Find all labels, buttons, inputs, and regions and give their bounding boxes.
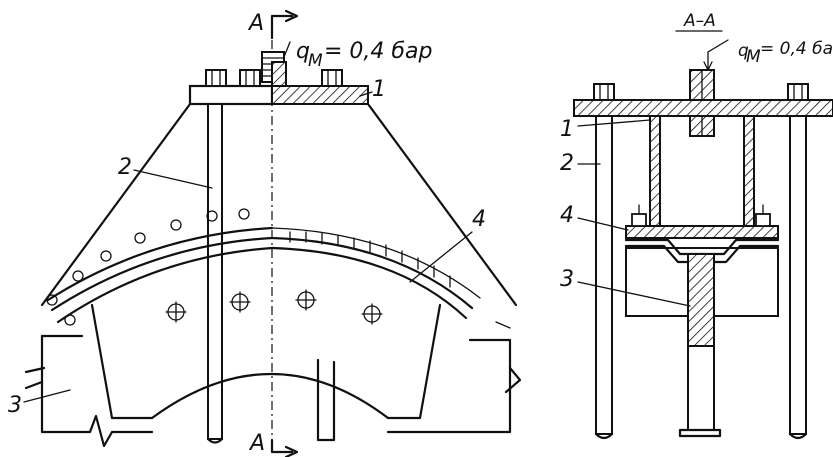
callouts-right: 1 2 4 3 [560, 117, 691, 307]
callout-1: 1 [372, 77, 386, 102]
top-bolt-nuts [205, 69, 343, 87]
cover-wall-left [40, 102, 192, 307]
callout-r-1: 1 [560, 117, 574, 142]
section-arrow-bottom [270, 438, 294, 454]
top-plate [188, 84, 369, 106]
membrane-clamp [624, 204, 780, 264]
section-mark-top: A [247, 11, 264, 36]
cover-wall-right [366, 102, 518, 307]
left-view: A A q M = 0,4 бар [8, 9, 522, 457]
section-arrowhead-top [284, 9, 299, 23]
pressure-label-left: q M = 0,4 бар [281, 39, 432, 71]
callout-2: 2 [118, 155, 132, 180]
tie-rod-left [206, 103, 224, 444]
base-part [24, 334, 522, 448]
svg-text:M: M [746, 47, 761, 67]
section-arrow-top [270, 14, 294, 40]
inlet-nozzle-left [261, 51, 287, 87]
svg-text:M: M [308, 51, 323, 71]
callout-3: 3 [8, 393, 22, 418]
callout-4: 4 [472, 207, 486, 232]
section-mark-bottom: A [248, 431, 265, 456]
section-title: A–A [683, 11, 716, 31]
callout-r-4: 4 [560, 203, 574, 228]
pressure-label-right: q M = 0,4 бар [703, 39, 833, 72]
clamp-band [46, 226, 481, 324]
callout-r-3: 3 [560, 267, 574, 292]
svg-text:q: q [738, 41, 749, 61]
top-plate-right [573, 99, 833, 117]
svg-text:q: q [296, 39, 310, 64]
top-nuts-right [593, 83, 809, 101]
disk-holes [165, 289, 383, 325]
tie-rods-right [594, 115, 808, 440]
section-arrowhead-bottom [284, 445, 299, 457]
disk-section [625, 247, 779, 438]
disk-body [90, 303, 442, 420]
svg-text:= 0,4 бар: = 0,4 бар [760, 39, 833, 59]
callout-r-2: 2 [560, 151, 574, 176]
callouts-left: 1 2 3 4 [8, 77, 486, 418]
svg-text:= 0,4 бар: = 0,4 бар [324, 39, 432, 64]
right-view: A–A q M = 0,4 бар [560, 11, 833, 440]
pressure-arrows [289, 231, 451, 288]
band-bolts [46, 208, 511, 329]
